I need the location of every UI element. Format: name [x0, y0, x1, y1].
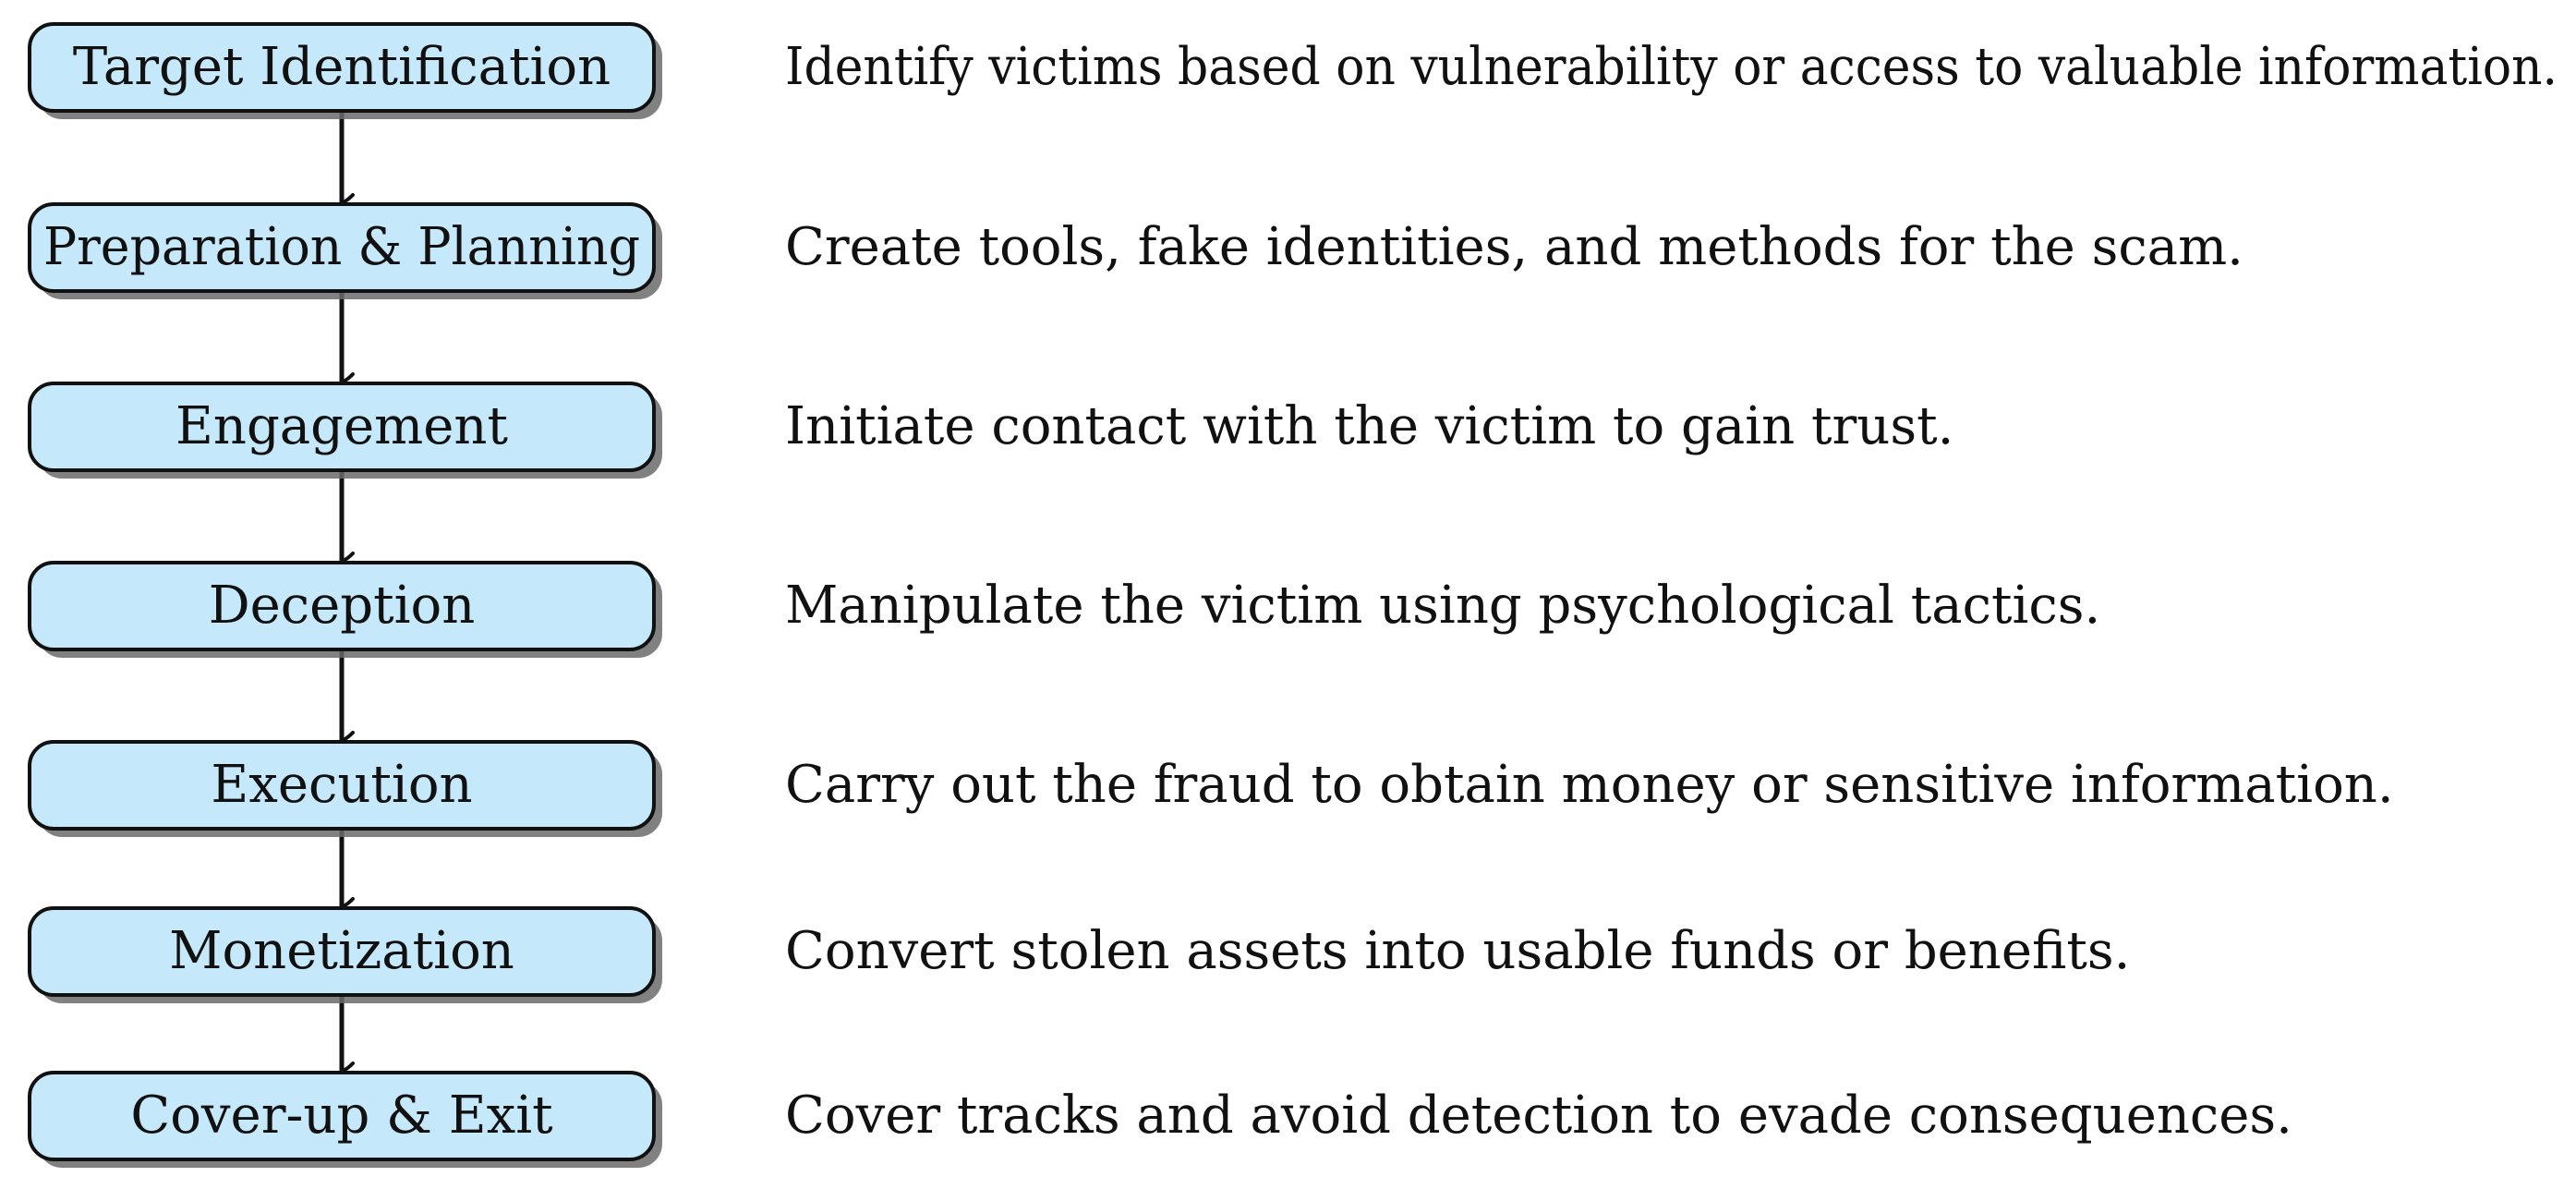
stage-box: [28, 382, 656, 472]
stage-label: Target Identification: [73, 37, 611, 97]
stage-label: Execution: [211, 755, 472, 815]
stage-box: [28, 561, 656, 651]
stage-box: [28, 22, 656, 113]
stage-node: Cover-up & Exit Cover tracks and avoid de…: [28, 1071, 2292, 1168]
stage-label: Monetization: [169, 921, 514, 981]
stage-box: [28, 1071, 656, 1161]
stage-node: Engagement Initiate contact with the vict…: [28, 382, 1953, 479]
stage-description: Create tools, fake identities, and metho…: [785, 217, 2243, 277]
stages-layer: Target Identification Identify victims ba…: [28, 22, 2558, 1168]
stage-description: Convert stolen assets into usable funds …: [785, 921, 2130, 981]
stage-box: [28, 202, 656, 293]
stage-label: Preparation & Planning: [43, 217, 640, 277]
stage-description: Cover tracks and avoid detection to evad…: [785, 1086, 2292, 1146]
stage-description: Initiate contact with the victim to gain…: [785, 396, 1953, 456]
stage-box: [28, 740, 656, 831]
stage-node: Deception Manipulate the victim using psy…: [28, 561, 2100, 658]
stage-description: Carry out the fraud to obtain money or s…: [785, 755, 2394, 815]
stage-label: Deception: [209, 576, 476, 636]
stage-label: Engagement: [175, 396, 508, 456]
stage-description: Manipulate the victim using psychologica…: [785, 576, 2100, 636]
stage-description: Identify victims based on vulnerability …: [785, 37, 2558, 97]
stage-label: Cover-up & Exit: [130, 1086, 553, 1146]
stage-box: [28, 906, 656, 997]
stage-node: Target Identification Identify victims ba…: [28, 22, 2558, 119]
stage-node: Monetization Convert stolen assets into u…: [28, 906, 2130, 1003]
stage-node: Execution Carry out the fraud to obtain m…: [28, 740, 2394, 837]
stage-node: Preparation & Planning Create tools, fake…: [28, 202, 2243, 299]
